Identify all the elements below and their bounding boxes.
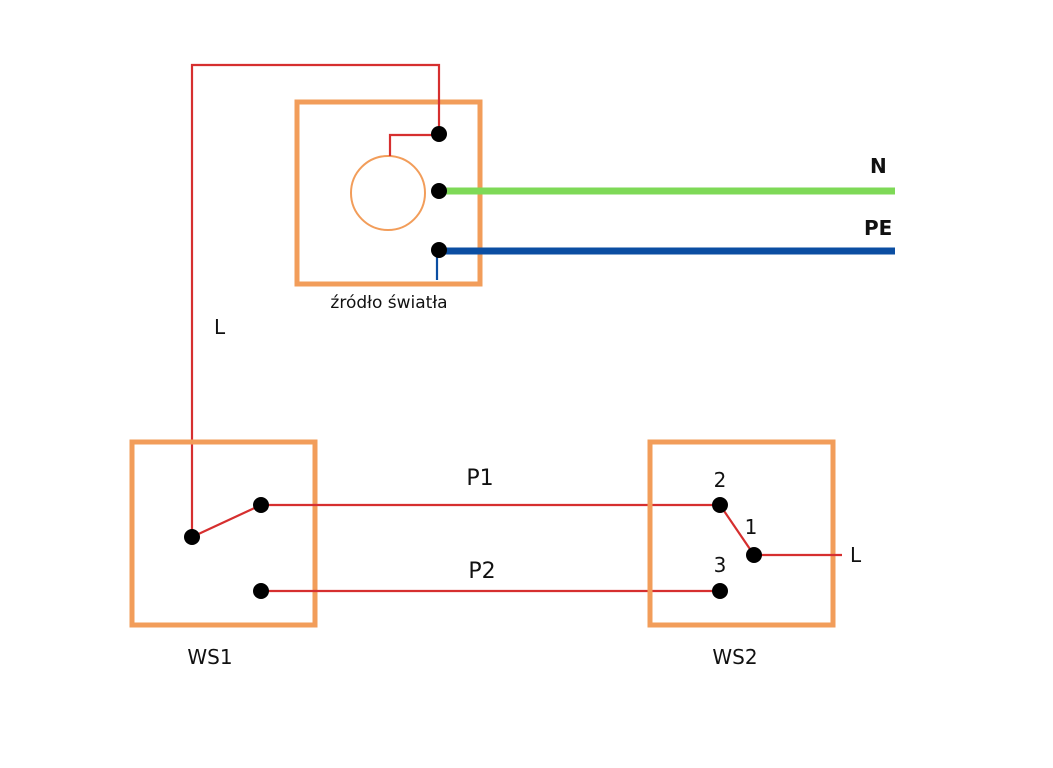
switch2-terminal-2-label: 2 <box>714 468 727 492</box>
lamp-icon <box>350 155 426 231</box>
switch2-terminal-2 <box>712 497 728 513</box>
switch1-label: WS1 <box>187 645 232 669</box>
switch2-terminal-1-label: 1 <box>745 515 758 539</box>
switch2-label: WS2 <box>712 645 757 669</box>
switch1-terminal-p2 <box>253 583 269 599</box>
light-terminal-earth <box>431 242 447 258</box>
switch2-lever <box>719 504 755 556</box>
light-terminal-neutral <box>431 183 447 199</box>
light-terminal-live <box>431 126 447 142</box>
earth-label: PE <box>864 216 892 240</box>
light-source-label: źródło światła <box>330 293 447 313</box>
switch1-lever <box>191 504 262 538</box>
switch1-box <box>129 439 318 628</box>
switch1-terminal-common <box>184 529 200 545</box>
traveller-p1-label: P1 <box>466 466 493 491</box>
traveller-p2-label: P2 <box>468 559 495 584</box>
switch2-terminal-3-label: 3 <box>714 553 727 577</box>
switch2-terminal-1 <box>746 547 762 563</box>
live-wire-label: L <box>214 315 226 339</box>
switch2-box <box>647 439 836 628</box>
switch2-live-label: L <box>850 543 862 567</box>
neutral-label: N <box>870 154 887 178</box>
lamp-live-wire <box>388 133 439 156</box>
switch1-terminal-p1 <box>253 497 269 513</box>
live-wire-main <box>190 63 441 537</box>
switch2-terminal-3 <box>712 583 728 599</box>
